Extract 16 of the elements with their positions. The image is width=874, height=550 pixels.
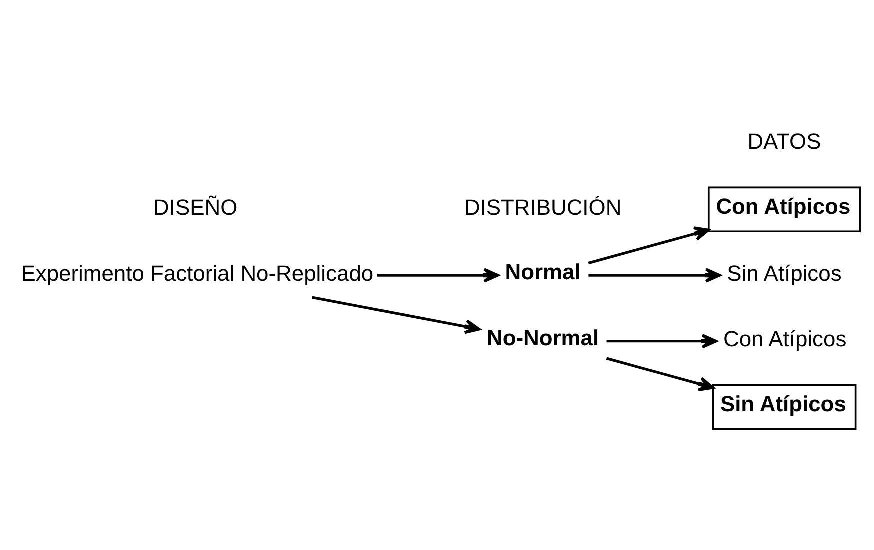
node-text: Normal [505, 259, 581, 284]
node-text: Sin Atípicos [727, 260, 842, 286]
arrow [312, 296, 481, 334]
node-box: Con Atípicos [708, 186, 861, 232]
arrow [606, 333, 718, 348]
node-box: Sin Atípicos [712, 384, 857, 430]
arrow [588, 268, 722, 282]
arrow [377, 268, 500, 282]
node-text: Con Atípicos [724, 326, 847, 352]
node-text: No-Normal [486, 324, 600, 350]
label: DATOS [748, 128, 822, 154]
label: DISTRIBUCIÓN [464, 194, 622, 220]
node-text: Experimento Factorial No-Replicado [21, 260, 374, 286]
label: DISEÑO [154, 194, 238, 220]
arrow [606, 356, 714, 391]
arrow [588, 226, 710, 264]
